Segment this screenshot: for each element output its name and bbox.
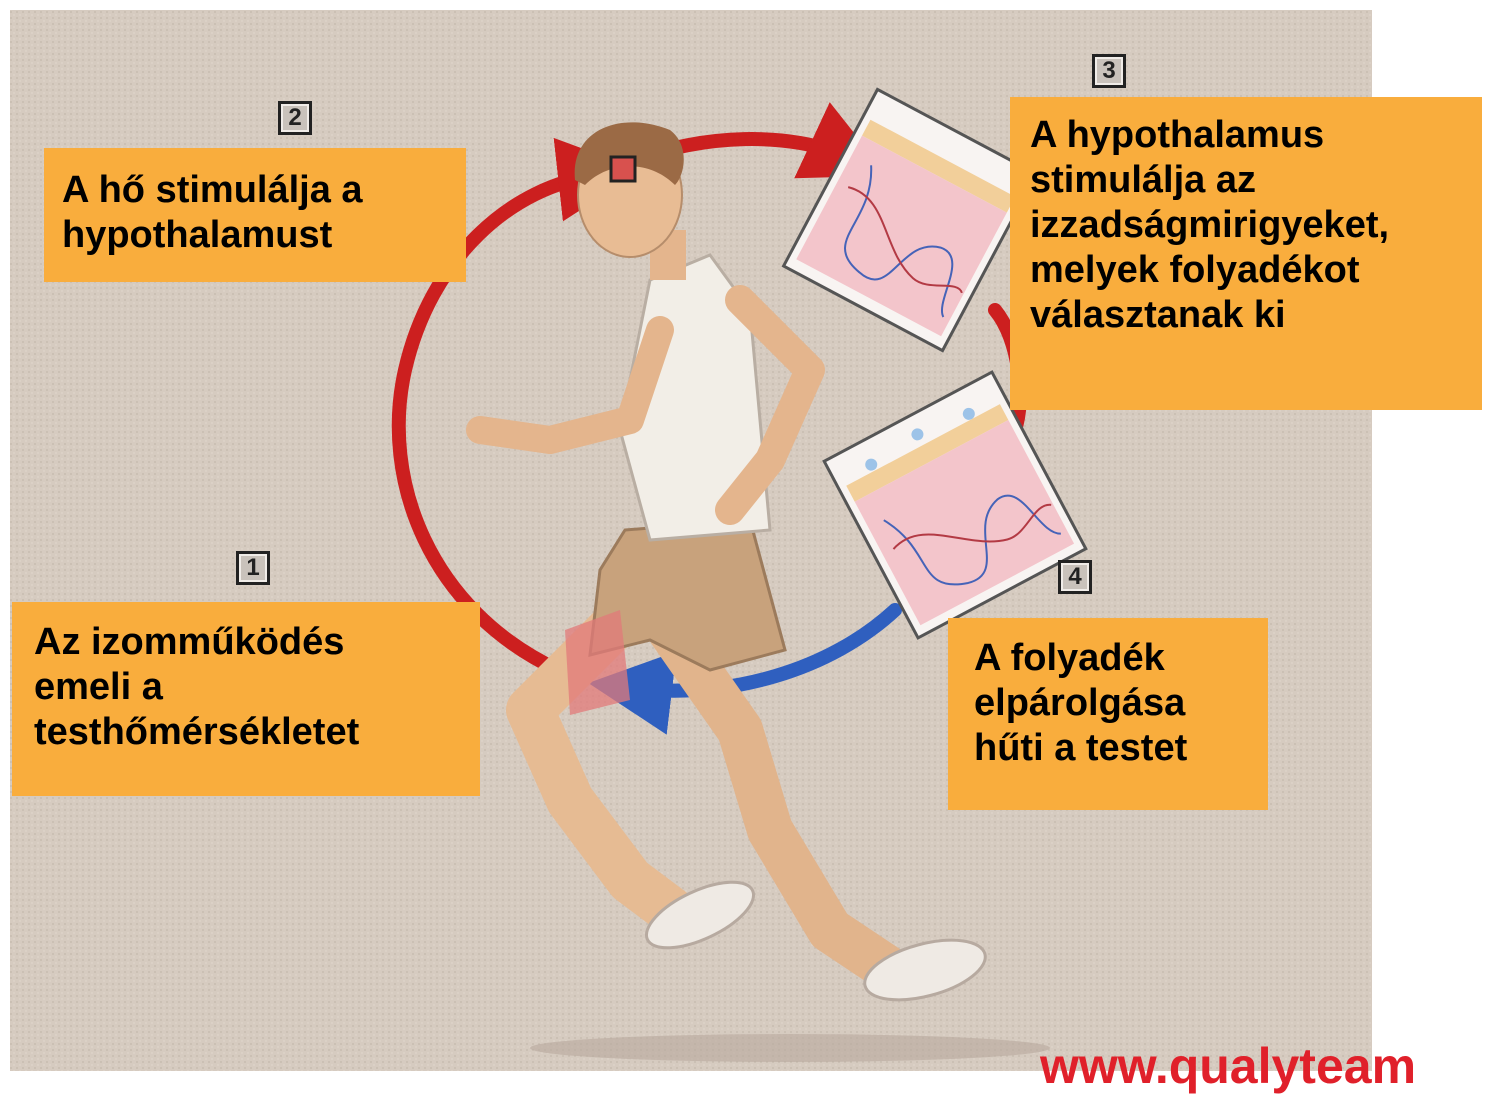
- step-1-label: Az izomműködés emeli a testhőmérsékletet: [12, 602, 480, 796]
- step-1-line-1: Az izomműködés: [34, 620, 462, 665]
- step-3-line-5: választanak ki: [1030, 293, 1462, 338]
- hypothalamus-marker: [611, 157, 635, 181]
- step-2-line-2: hypothalamust: [62, 213, 448, 258]
- step-4-line-1: A folyadék: [974, 636, 1250, 681]
- step-1-line-2: emeli a: [34, 665, 462, 710]
- step-number-2: 2: [278, 101, 312, 135]
- step-2-label: A hő stimulálja a hypothalamust: [44, 148, 466, 282]
- step-3-line-2: stimulálja az: [1030, 158, 1462, 203]
- ground-shadow: [530, 1034, 1050, 1062]
- step-3-line-4: melyek folyadékot: [1030, 248, 1462, 293]
- step-3-line-3: izzadságmirigyeket,: [1030, 203, 1462, 248]
- step-2-line-1: A hő stimulálja a: [62, 168, 448, 213]
- step-4-line-3: hűti a testet: [974, 726, 1250, 771]
- step-3-line-1: A hypothalamus: [1030, 113, 1462, 158]
- step-4-line-2: elpárolgása: [974, 681, 1250, 726]
- step-number-3: 3: [1092, 54, 1126, 88]
- step-3-label: A hypothalamus stimulálja az izzadságmir…: [1010, 97, 1482, 410]
- step-1-line-3: testhőmérsékletet: [34, 710, 462, 755]
- step-number-4: 4: [1058, 560, 1092, 594]
- step-4-label: A folyadék elpárolgása hűti a testet: [948, 618, 1268, 810]
- step-number-1: 1: [236, 551, 270, 585]
- footer-url[interactable]: www.qualyteam: [1040, 1038, 1416, 1094]
